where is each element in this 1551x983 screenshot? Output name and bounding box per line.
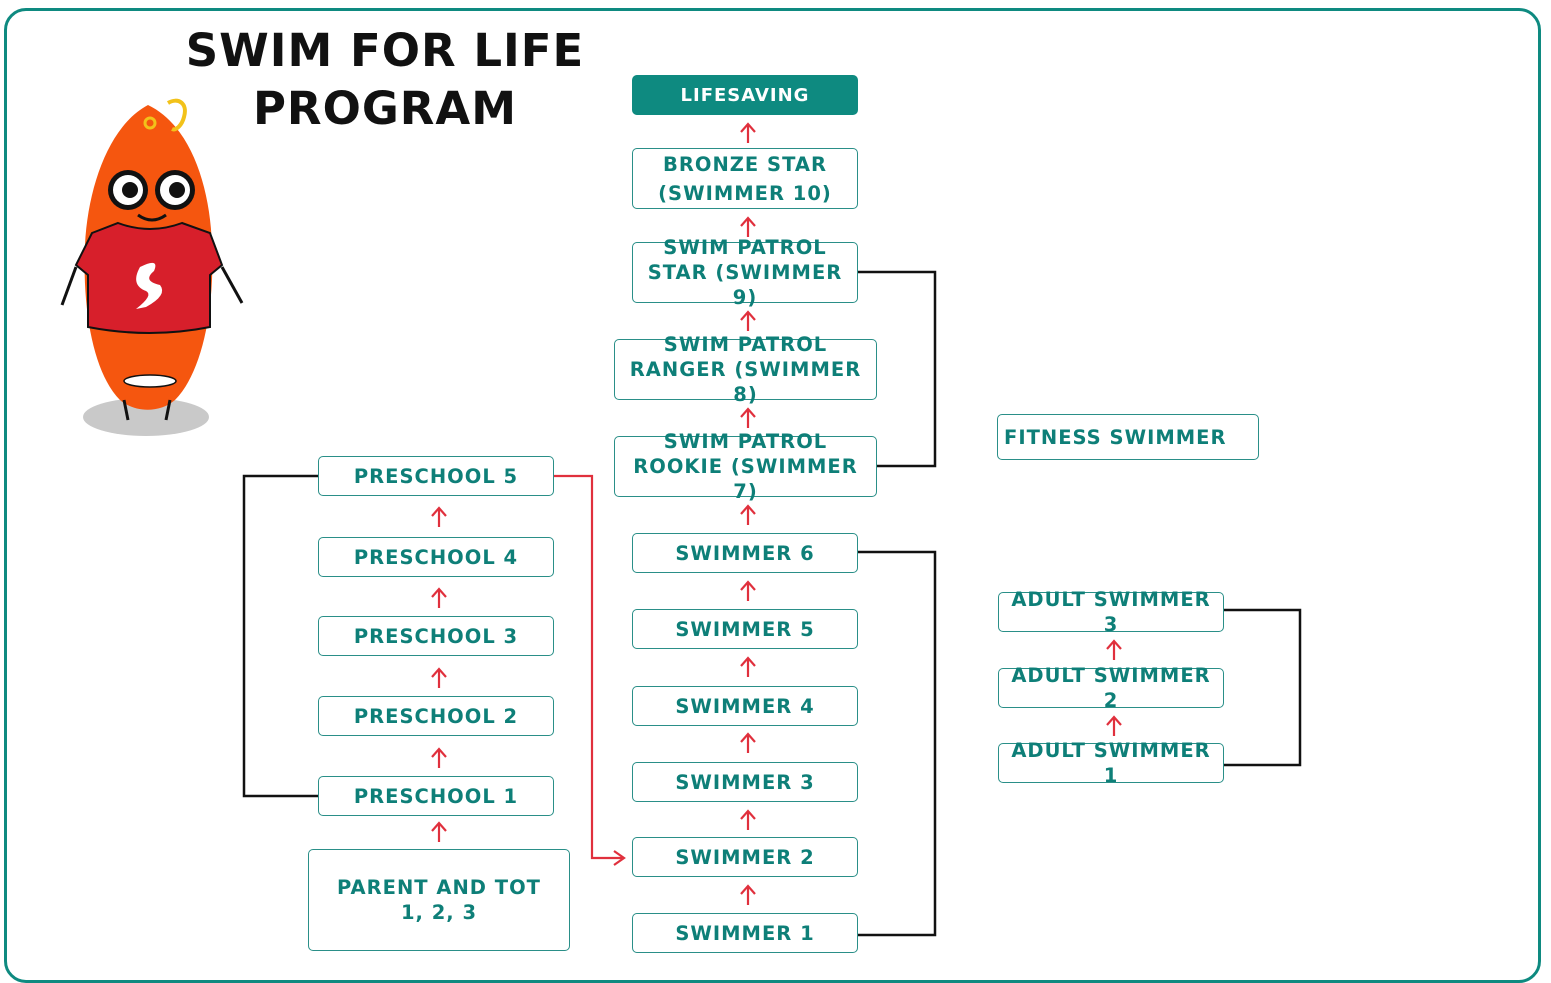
preschool-1-box: PRESCHOOL 1 (318, 776, 554, 816)
bracket-swimmer-7-9 (858, 270, 937, 468)
up-arrow-icon (431, 747, 447, 768)
up-arrow-icon (431, 821, 447, 842)
up-arrow-icon (740, 407, 756, 428)
swimmer-6-box: SWIMMER 6 (632, 533, 858, 573)
title-line-2: PROGRAM (252, 82, 518, 135)
adult-swimmer-3-box: ADULT SWIMMER 3 (998, 588, 1224, 636)
up-arrow-icon (740, 656, 756, 677)
up-arrow-icon (740, 216, 756, 237)
up-arrow-icon (1106, 715, 1122, 736)
up-arrow-icon (740, 732, 756, 753)
preschool-3-box: PRESCHOOL 3 (318, 616, 554, 656)
preschool-to-swimmer-2-line (554, 474, 622, 860)
up-arrows (431, 122, 1122, 905)
up-arrow-icon (740, 884, 756, 905)
swim-buoy-mascot-icon (60, 98, 244, 436)
parent-and-tot-box: PARENT AND TOT 1, 2, 3 (308, 849, 570, 951)
swim-patrol-ranger-box: SWIM PATROL RANGER (SWIMMER 8) (614, 333, 877, 406)
preschool-to-swimmer-2-arrowhead (613, 850, 626, 866)
swimmer-5-box: SWIMMER 5 (632, 609, 858, 649)
preschool-2-box: PRESCHOOL 2 (318, 696, 554, 736)
preschool-4-box: PRESCHOOL 4 (318, 537, 554, 577)
swimmer-4-box: SWIMMER 4 (632, 686, 858, 726)
fitness-swimmer-box: FITNESS SWIMMER (997, 414, 1259, 460)
lifesaving-box: LIFESAVING (632, 75, 858, 115)
bracket-adult (1224, 608, 1302, 767)
up-arrow-icon (740, 580, 756, 601)
swimmer-2-box: SWIMMER 2 (632, 837, 858, 877)
up-arrow-icon (740, 122, 756, 143)
up-arrow-icon (431, 587, 447, 608)
swim-patrol-star-box: SWIM PATROL STAR (SWIMMER 9) (632, 236, 858, 309)
up-arrow-icon (740, 310, 756, 331)
up-arrow-icon (1106, 639, 1122, 660)
up-arrow-icon (740, 504, 756, 525)
swimmer-1-box: SWIMMER 1 (632, 913, 858, 953)
up-arrow-icon (740, 809, 756, 830)
adult-swimmer-1-box: ADULT SWIMMER 1 (998, 739, 1224, 787)
up-arrow-icon (431, 667, 447, 688)
bracket-swimmer-1-6 (858, 550, 937, 937)
preschool-5-box: PRESCHOOL 5 (318, 456, 554, 496)
bracket-preschool (242, 474, 318, 798)
adult-swimmer-2-box: ADULT SWIMMER 2 (998, 664, 1224, 712)
up-arrow-icon (431, 506, 447, 527)
bronze-star-box: BRONZE STAR (SWIMMER 10) (632, 148, 858, 209)
swimmer-3-box: SWIMMER 3 (632, 762, 858, 802)
title-line-1: SWIM FOR LIFE (185, 24, 585, 77)
swim-patrol-rookie-box: SWIM PATROL ROOKIE (SWIMMER 7) (614, 430, 877, 503)
page-title: SWIM FOR LIFE PROGRAM (170, 22, 600, 138)
